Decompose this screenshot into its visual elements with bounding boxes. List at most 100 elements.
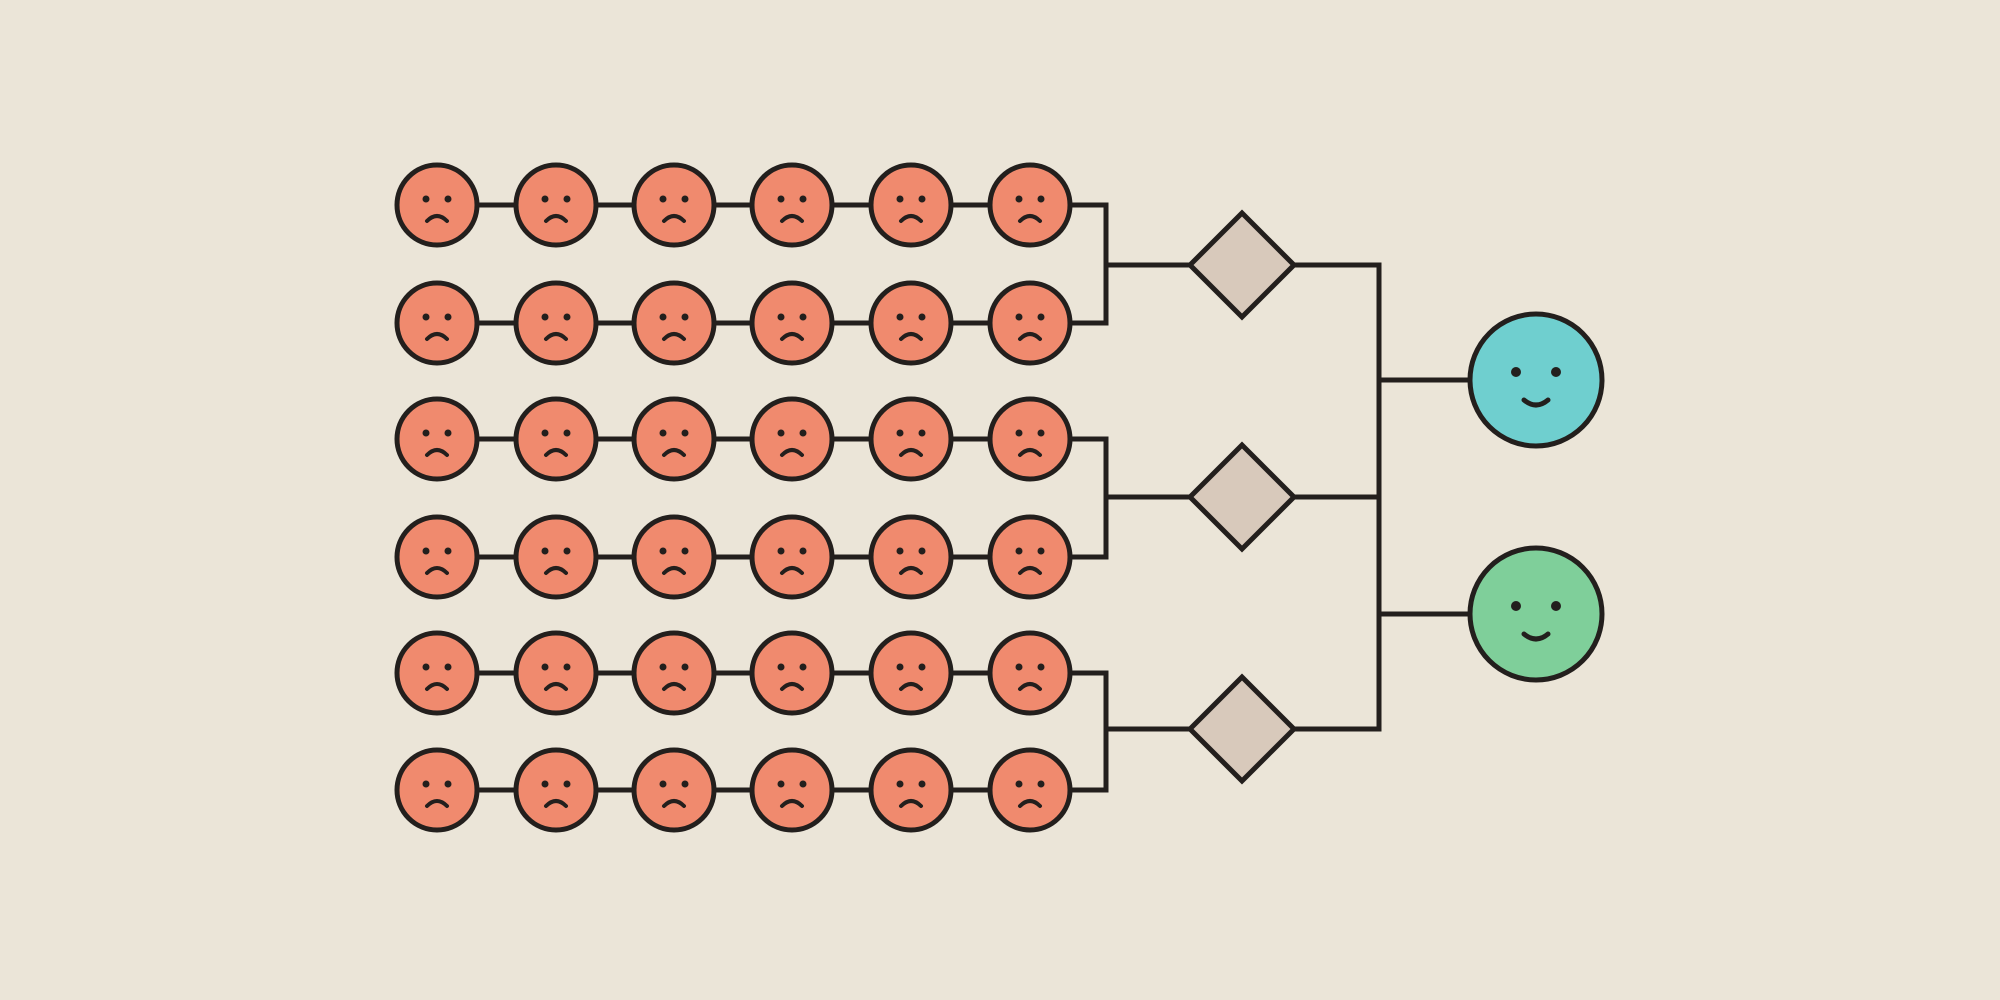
frown-mouth (544, 799, 568, 808)
eye-right (1037, 663, 1045, 671)
sad-face-icon (513, 396, 599, 482)
sad-face-icon (513, 747, 599, 833)
face-row (394, 514, 1073, 600)
eye-right (918, 663, 926, 671)
sad-face-icon (749, 514, 835, 600)
sad-face-icon (987, 630, 1073, 716)
eye-right (918, 547, 926, 555)
face-circle (394, 162, 480, 248)
eye-left (659, 663, 667, 671)
eye-left (896, 663, 904, 671)
face-circle (513, 396, 599, 482)
sad-face-icon (987, 162, 1073, 248)
face-circle (987, 280, 1073, 366)
eye-left (1015, 429, 1023, 437)
sad-face-icon (513, 514, 599, 600)
eye-left (422, 313, 430, 321)
eye-left (896, 429, 904, 437)
eye-right (563, 195, 571, 203)
eye-left (422, 547, 430, 555)
face-circle (513, 747, 599, 833)
eye-right (444, 547, 452, 555)
face-circle (987, 630, 1073, 716)
smile-mouth (1521, 631, 1551, 642)
eye-right (563, 663, 571, 671)
face-circle (987, 747, 1073, 833)
frown-mouth (662, 799, 686, 808)
eye-right (444, 663, 452, 671)
sad-face-icon (868, 396, 954, 482)
face-circle (868, 280, 954, 366)
sad-face-icon (513, 280, 599, 366)
face-circle (631, 280, 717, 366)
eye-left (541, 429, 549, 437)
face-circle (513, 514, 599, 600)
frown-mouth (544, 566, 568, 575)
sad-face-icon (868, 630, 954, 716)
eye-right (1037, 780, 1045, 788)
face-circle (868, 396, 954, 482)
eye-right (563, 547, 571, 555)
eye-left (1015, 195, 1023, 203)
eye-left (1511, 367, 1521, 377)
frown-mouth (662, 448, 686, 457)
face-circle (749, 396, 835, 482)
eye-right (918, 195, 926, 203)
eye-left (659, 429, 667, 437)
face-row (394, 162, 1073, 248)
eye-right (681, 313, 689, 321)
eye-right (1037, 547, 1045, 555)
eye-right (563, 313, 571, 321)
smile-mouth (1521, 397, 1551, 408)
eye-right (681, 195, 689, 203)
face-circle (868, 630, 954, 716)
face-circle (749, 162, 835, 248)
diamond-icon (1186, 673, 1298, 785)
frown-mouth (1018, 799, 1042, 808)
sad-face-icon (394, 396, 480, 482)
frown-mouth (662, 214, 686, 223)
frown-mouth (899, 214, 923, 223)
eye-left (777, 780, 785, 788)
frown-mouth (544, 448, 568, 457)
face-circle (631, 630, 717, 716)
face-circle (513, 162, 599, 248)
eye-left (659, 195, 667, 203)
eye-left (659, 313, 667, 321)
face-row (394, 630, 1073, 716)
face-circle (631, 747, 717, 833)
face-circle (394, 396, 480, 482)
frown-mouth (544, 682, 568, 691)
eye-right (1551, 601, 1561, 611)
face-circle (987, 514, 1073, 600)
eye-left (777, 663, 785, 671)
eye-left (422, 663, 430, 671)
eye-left (422, 780, 430, 788)
sad-face-icon (394, 162, 480, 248)
eye-left (541, 313, 549, 321)
eye-right (799, 313, 807, 321)
eye-right (444, 429, 452, 437)
eye-left (777, 547, 785, 555)
frown-mouth (899, 332, 923, 341)
face-circle (394, 514, 480, 600)
eye-left (896, 780, 904, 788)
eye-right (681, 663, 689, 671)
sad-face-icon (513, 162, 599, 248)
face-circle (868, 514, 954, 600)
eye-right (1037, 195, 1045, 203)
eye-left (1015, 663, 1023, 671)
frown-mouth (1018, 566, 1042, 575)
frown-mouth (899, 566, 923, 575)
eye-left (422, 195, 430, 203)
face-circle (749, 630, 835, 716)
eye-right (563, 429, 571, 437)
face-circle (868, 747, 954, 833)
frown-mouth (544, 214, 568, 223)
sad-face-icon (631, 747, 717, 833)
face-circle (513, 630, 599, 716)
sad-face-icon (987, 514, 1073, 600)
face-circle (749, 514, 835, 600)
sad-face-icon (631, 630, 717, 716)
